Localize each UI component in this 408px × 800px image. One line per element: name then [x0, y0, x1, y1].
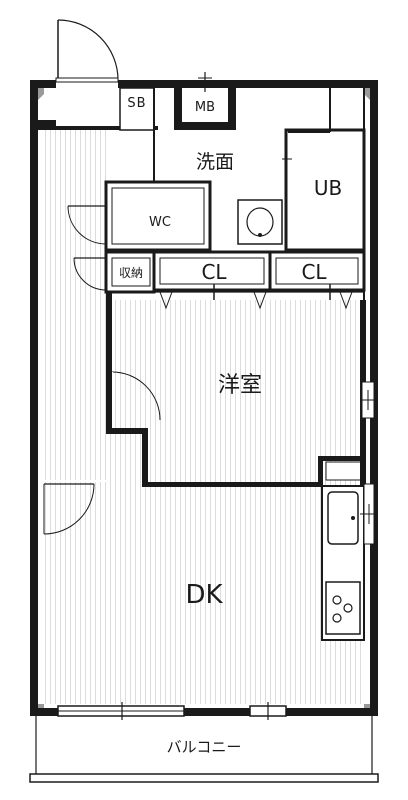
- mb-label: MB: [195, 100, 215, 115]
- balcony-label: バルコニー: [167, 738, 242, 756]
- storage-door[interactable]: [73, 257, 107, 291]
- wash-basin-icon: [237, 199, 283, 245]
- cl-right-label: CL: [301, 260, 327, 284]
- western-room-walls: [106, 292, 376, 487]
- ub-label: UB: [314, 176, 342, 200]
- sb-label: SB: [127, 96, 146, 111]
- sb-closet: SB: [119, 87, 155, 131]
- floor-fill: [42, 130, 364, 704]
- western-room-label: 洋室: [218, 373, 262, 398]
- balcony-windows[interactable]: [57, 702, 287, 720]
- closet-right: CL: [268, 250, 366, 292]
- stove-icon: [325, 581, 361, 635]
- balcony: バルコニー: [29, 716, 379, 783]
- dk-label: DK: [185, 580, 223, 610]
- closet-left: CL: [152, 250, 272, 292]
- wc-door[interactable]: [67, 205, 107, 245]
- washroom-label: 洗面: [196, 151, 234, 173]
- wc-label: WC: [149, 215, 171, 230]
- mb-box: MB: [174, 72, 236, 130]
- wc-room: WC: [104, 180, 212, 252]
- western-room-door[interactable]: [111, 371, 161, 421]
- storage-closet: 収納: [104, 250, 156, 294]
- cl-left-label: CL: [201, 260, 227, 284]
- storage-label: 収納: [119, 266, 143, 280]
- closet-doors[interactable]: [154, 284, 364, 310]
- entrance-door[interactable]: [55, 19, 119, 83]
- dk-left-door[interactable]: [43, 483, 95, 535]
